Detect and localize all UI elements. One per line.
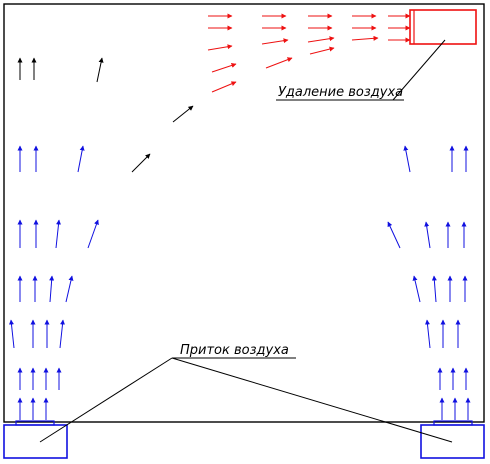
supply-arrow-left-5-2 xyxy=(77,145,85,173)
exhaust-arrow-2-1 xyxy=(261,38,289,45)
airflow-arrows xyxy=(8,13,471,420)
supply-leader-line-left xyxy=(39,357,173,443)
supply-arrow-left-2-0 xyxy=(8,319,15,349)
supply-arrow-right-3-1 xyxy=(431,275,437,303)
exhaust-arrow-4-0 xyxy=(211,81,237,93)
exhaust-arrow-3-1 xyxy=(265,57,293,69)
supply-unit-right-diffuser xyxy=(433,420,473,426)
neutral-arrow-4 xyxy=(172,105,194,123)
supply-arrow-left-2-3 xyxy=(59,319,66,349)
supply-arrow-right-3-0 xyxy=(412,275,421,303)
supply-arrow-left-3-2 xyxy=(49,275,55,303)
exhaust-leader-line xyxy=(392,39,446,101)
supply-unit-left-diffuser xyxy=(15,420,55,426)
supply-arrow-right-2-0 xyxy=(424,319,431,349)
supply-arrow-right-4-1 xyxy=(424,221,431,249)
exhaust-arrow-3-2 xyxy=(309,46,335,55)
supply-unit-right xyxy=(420,424,485,459)
supply-arrow-left-4-2 xyxy=(55,219,62,249)
exhaust-label: Удаление воздуха xyxy=(278,85,403,100)
exhaust-arrow-3-0 xyxy=(211,63,237,73)
room-outline xyxy=(3,3,485,423)
exhaust-arrow-2-2 xyxy=(307,36,335,43)
supply-label: Приток воздуха xyxy=(180,343,289,358)
neutral-arrow-3 xyxy=(131,153,151,173)
supply-leader-line-right xyxy=(171,357,453,443)
exhaust-unit xyxy=(409,9,477,45)
supply-unit-left xyxy=(3,424,68,459)
exhaust-arrow-2-3 xyxy=(351,35,379,41)
supply-arrow-right-5-0 xyxy=(403,145,411,173)
supply-arrow-left-3-3 xyxy=(65,275,74,303)
neutral-arrow-2 xyxy=(96,57,104,83)
supply-arrow-right-4-0 xyxy=(387,221,401,249)
exhaust-arrow-2-0 xyxy=(207,44,233,51)
supply-arrow-left-4-3 xyxy=(87,219,99,249)
